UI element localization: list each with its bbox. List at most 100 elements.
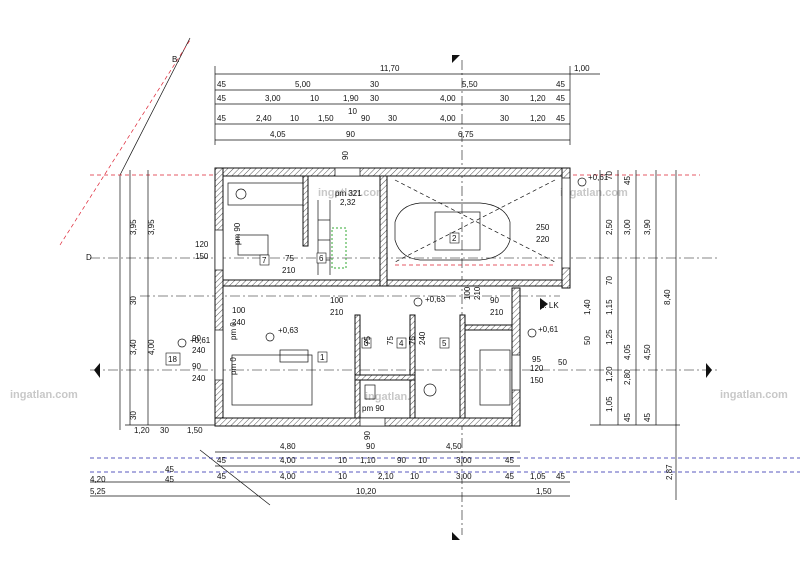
left-dim: 30 xyxy=(129,411,138,420)
level-label: +0,61 xyxy=(190,336,211,345)
bottom-dim: 4,20 xyxy=(90,475,106,484)
top-dim: 30 xyxy=(370,80,379,89)
right-dim: 1,05 xyxy=(605,396,614,412)
bottom-dim: 90 xyxy=(397,456,406,465)
right-dim: 70 xyxy=(605,171,614,180)
right-dim: 2,50 xyxy=(605,219,614,235)
level-label: +0,63 xyxy=(278,326,299,335)
right-dim: 3,00 xyxy=(623,219,632,235)
opening-width: 90 xyxy=(490,296,499,305)
top-dim: 30 xyxy=(388,114,397,123)
top-dim-total: 11,70 xyxy=(380,64,400,73)
right-dim: 3,90 xyxy=(643,219,652,235)
opening-height: 210 xyxy=(490,308,504,317)
watermark-left: ingatlan.com xyxy=(10,389,78,401)
right-dimension-lines xyxy=(590,170,680,500)
car-icon xyxy=(394,179,556,266)
right-dim: 1,40 xyxy=(583,299,592,315)
opening-height: 150 xyxy=(195,252,209,261)
section-label: 2. LK xyxy=(540,301,559,310)
pm-label: pm 321 xyxy=(335,189,362,198)
pm-label: pm 90 xyxy=(233,222,242,245)
section-markers xyxy=(94,55,712,540)
opening-height: 240 xyxy=(192,346,206,355)
watermark-top-left: ingatlan.com xyxy=(318,187,386,199)
top-dim: 45 xyxy=(556,94,565,103)
opening-height: 210 xyxy=(282,266,296,275)
bottom-dim: 45 xyxy=(505,472,514,481)
bottom-dim: 45 xyxy=(217,456,226,465)
bottom-dim: 1,10 xyxy=(360,456,376,465)
top-dim: 5,50 xyxy=(462,80,478,89)
top-dim: 4,00 xyxy=(440,114,456,123)
bottom-dim: 45 xyxy=(505,456,514,465)
opening-labels: 120 150 75 210 250 220 100 210 90 210 10… xyxy=(192,223,550,385)
pm-label: pm 0 xyxy=(229,357,238,375)
top-dim: 1,20 xyxy=(530,94,546,103)
top-dim: 30 xyxy=(500,114,509,123)
right-dim: 45 xyxy=(623,413,632,422)
top-dim: 1,90 xyxy=(343,94,359,103)
top-dim: 10 xyxy=(310,94,319,103)
room-number: 7 xyxy=(262,256,267,265)
right-dim: 45 xyxy=(643,413,652,422)
top-dim: 30 xyxy=(370,94,379,103)
top-dim: 4,00 xyxy=(440,94,456,103)
right-dim: 50 xyxy=(558,358,567,367)
bottom-dim: 30 xyxy=(160,426,169,435)
opening-width: 90 xyxy=(192,334,201,343)
window-dim: 90 xyxy=(341,151,350,160)
door-dim: 240 xyxy=(418,331,427,345)
pm-label: pm 90 xyxy=(362,404,385,413)
opening-width: 120 xyxy=(195,240,209,249)
opening-height: 220 xyxy=(536,235,550,244)
right-dim: 4,50 xyxy=(643,344,652,360)
window-dim: 90 xyxy=(363,431,372,440)
left-dim: 3,40 xyxy=(129,339,138,355)
room-number: 3 xyxy=(364,339,369,348)
right-dim: 8,40 xyxy=(663,289,672,305)
left-dim: 30 xyxy=(129,296,138,305)
top-dim: 90 xyxy=(346,130,355,139)
level-label: +0,63 xyxy=(425,295,446,304)
top-dim: 30 xyxy=(500,94,509,103)
bottom-dim: 10 xyxy=(338,472,347,481)
top-dimension-lines xyxy=(214,66,600,145)
top-dim: 10 xyxy=(290,114,299,123)
right-dim: 1,15 xyxy=(605,299,614,315)
room-number: 6 xyxy=(319,254,324,263)
bottom-dimension-lines xyxy=(90,451,570,497)
opening-width: 100 xyxy=(330,296,344,305)
top-dim: 2,40 xyxy=(256,114,272,123)
opening-height: 210 xyxy=(473,286,482,300)
bottom-dim: 2,10 xyxy=(378,472,394,481)
opening-width: 90 xyxy=(192,362,201,371)
left-dim: 3,95 xyxy=(147,219,156,235)
top-dim: 45 xyxy=(217,94,226,103)
door-dim: 75 xyxy=(386,336,395,345)
top-dim: 6,75 xyxy=(458,130,474,139)
bottom-dim: 4,80 xyxy=(280,442,296,451)
left-dimension-lines xyxy=(125,170,215,426)
room-numbers: 7 2 6 1 3 4 5 18 xyxy=(165,232,460,366)
bottom-dim: 45 xyxy=(556,472,565,481)
bottom-dim: 10 xyxy=(418,456,427,465)
pm-label: 2,32 xyxy=(340,198,356,207)
bottom-dim: 10 xyxy=(410,472,419,481)
watermark-right: ingatlan.com xyxy=(720,389,788,401)
opening-width: 75 xyxy=(285,254,294,263)
top-dim: 3,00 xyxy=(265,94,281,103)
top-dim: 1,20 xyxy=(530,114,546,123)
room-number: 2 xyxy=(452,234,457,243)
bottom-dim: 10,20 xyxy=(356,487,377,496)
top-dim: 90 xyxy=(361,114,370,123)
top-dim-overhang: 1,00 xyxy=(574,64,590,73)
windows xyxy=(214,167,571,427)
corner-letter: B. xyxy=(172,55,180,64)
top-dim: 4,05 xyxy=(270,130,286,139)
right-dim: 2,87 xyxy=(665,464,674,480)
top-dim: 1,50 xyxy=(318,114,334,123)
level-markers: +0,61 +0,63 +0,63 +0,61 +0,61 xyxy=(177,173,609,348)
right-dim: 2,80 xyxy=(623,369,632,385)
